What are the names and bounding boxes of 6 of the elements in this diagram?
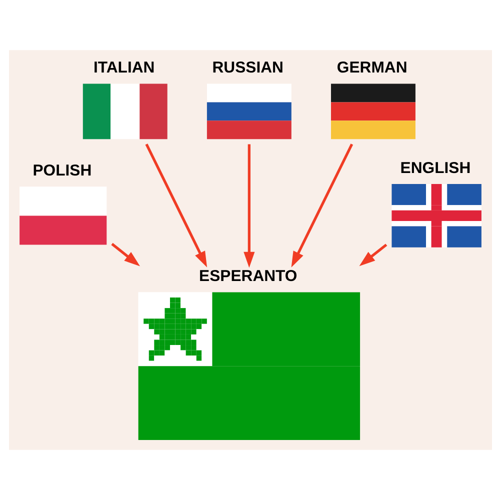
node-label: POLISH <box>32 162 92 180</box>
node-label: RUSSIAN <box>212 60 283 77</box>
node-label: GERMAN <box>336 60 407 77</box>
node-label: ENGLISH <box>400 160 470 177</box>
node-label: ESPERANTO <box>198 268 297 286</box>
node-label: ITALIAN <box>92 60 154 77</box>
